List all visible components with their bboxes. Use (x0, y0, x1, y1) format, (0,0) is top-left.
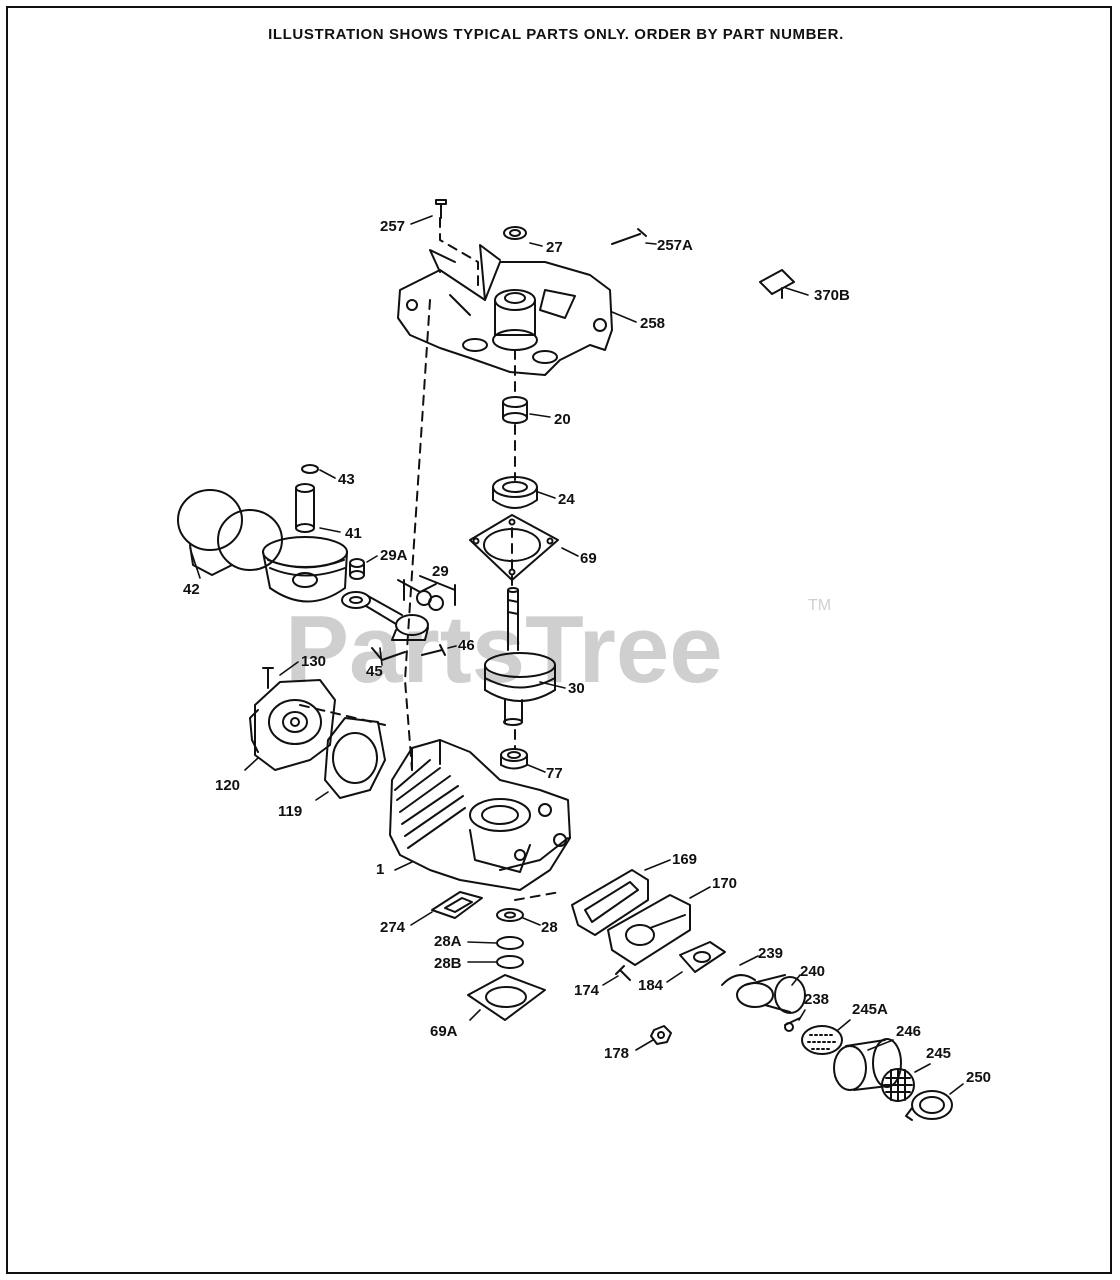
part-370B-tag (759, 269, 795, 299)
label-41: 41 (345, 525, 362, 542)
label-240: 240 (800, 963, 825, 980)
part-42-rings (177, 489, 283, 576)
label-370B: 370B (814, 287, 850, 304)
part-43-retainer (301, 464, 319, 474)
label-120: 120 (215, 777, 240, 794)
label-28B: 28B (434, 955, 462, 972)
part-27-seal (503, 226, 527, 240)
label-274: 274 (380, 919, 406, 936)
part-258-housing (397, 244, 613, 376)
part-77-seal (500, 748, 528, 770)
part-169-gasket (571, 869, 649, 936)
label-170: 170 (712, 875, 737, 892)
part-69-gasket (469, 514, 559, 581)
label-45: 45 (366, 663, 383, 680)
label-245A: 245A (852, 1001, 888, 1018)
watermark-trademark: TM (808, 597, 831, 614)
part-labels: 257 27 257A 370B 258 20 43 24 41 29A 69 … (183, 218, 991, 1086)
label-29A: 29A (380, 547, 408, 564)
part-24-ballbearing (492, 476, 538, 509)
label-169: 169 (672, 851, 697, 868)
part-239-clamp (721, 974, 756, 986)
header-text: ILLUSTRATION SHOWS TYPICAL PARTS ONLY. O… (268, 26, 844, 43)
part-174-screw (615, 965, 631, 981)
part-178-nut (650, 1025, 672, 1045)
part-120-cover (249, 679, 336, 771)
leader-lines (189, 215, 964, 1095)
label-257: 257 (380, 218, 405, 235)
part-245A-screen (801, 1025, 843, 1055)
label-28A: 28A (434, 933, 462, 950)
part-29-bearingset (397, 575, 456, 611)
label-246: 246 (896, 1023, 921, 1040)
part-184-gasket (679, 941, 726, 973)
label-69A: 69A (430, 1023, 458, 1040)
part-41-piston (262, 536, 348, 603)
part-257A-screw (611, 228, 647, 245)
label-239: 239 (758, 945, 783, 962)
label-184: 184 (638, 977, 664, 994)
part-250-cap (905, 1090, 953, 1121)
label-69: 69 (580, 550, 597, 567)
part-41-pistonpin (295, 483, 315, 533)
part-30-crankshaft (484, 587, 556, 726)
part-238-screw (784, 1017, 801, 1032)
part-240-sleeve (736, 974, 806, 1014)
label-257A: 257A (657, 237, 693, 254)
part-20-bearing (502, 396, 528, 424)
label-1: 1 (376, 861, 384, 878)
label-245: 245 (926, 1045, 951, 1062)
label-27: 27 (546, 239, 563, 256)
part-246-filter (833, 1038, 902, 1091)
label-238: 238 (804, 991, 829, 1008)
label-43: 43 (338, 471, 355, 488)
label-42: 42 (183, 581, 200, 598)
label-30: 30 (568, 680, 585, 697)
part-69A-gasket (467, 974, 546, 1021)
label-130: 130 (301, 653, 326, 670)
part-245-mesh (881, 1068, 915, 1102)
part-130-screw (262, 667, 274, 689)
label-20: 20 (554, 411, 571, 428)
label-29: 29 (432, 563, 449, 580)
label-46: 46 (458, 637, 475, 654)
label-178: 178 (604, 1045, 629, 1062)
part-29A-bearing (349, 558, 365, 580)
part-170-manifold (607, 894, 691, 966)
part-1-cylinder (389, 739, 571, 891)
label-77: 77 (546, 765, 563, 782)
part-28B-washer (496, 955, 524, 969)
part-28-washer (496, 908, 524, 922)
label-28: 28 (541, 919, 558, 936)
label-174: 174 (574, 982, 600, 999)
label-24: 24 (558, 491, 575, 508)
label-250: 250 (966, 1069, 991, 1086)
label-119: 119 (278, 803, 302, 820)
part-119-gasket (324, 717, 386, 799)
part-274-gasket (431, 891, 483, 919)
part-46-screw (421, 644, 446, 656)
watermark-text: PartsTree (285, 596, 723, 703)
label-258: 258 (640, 315, 665, 332)
diagram-frame: ILLUSTRATION SHOWS TYPICAL PARTS ONLY. O… (6, 6, 1112, 1274)
part-28A-washer (496, 936, 524, 950)
part-257-screw (435, 199, 447, 219)
